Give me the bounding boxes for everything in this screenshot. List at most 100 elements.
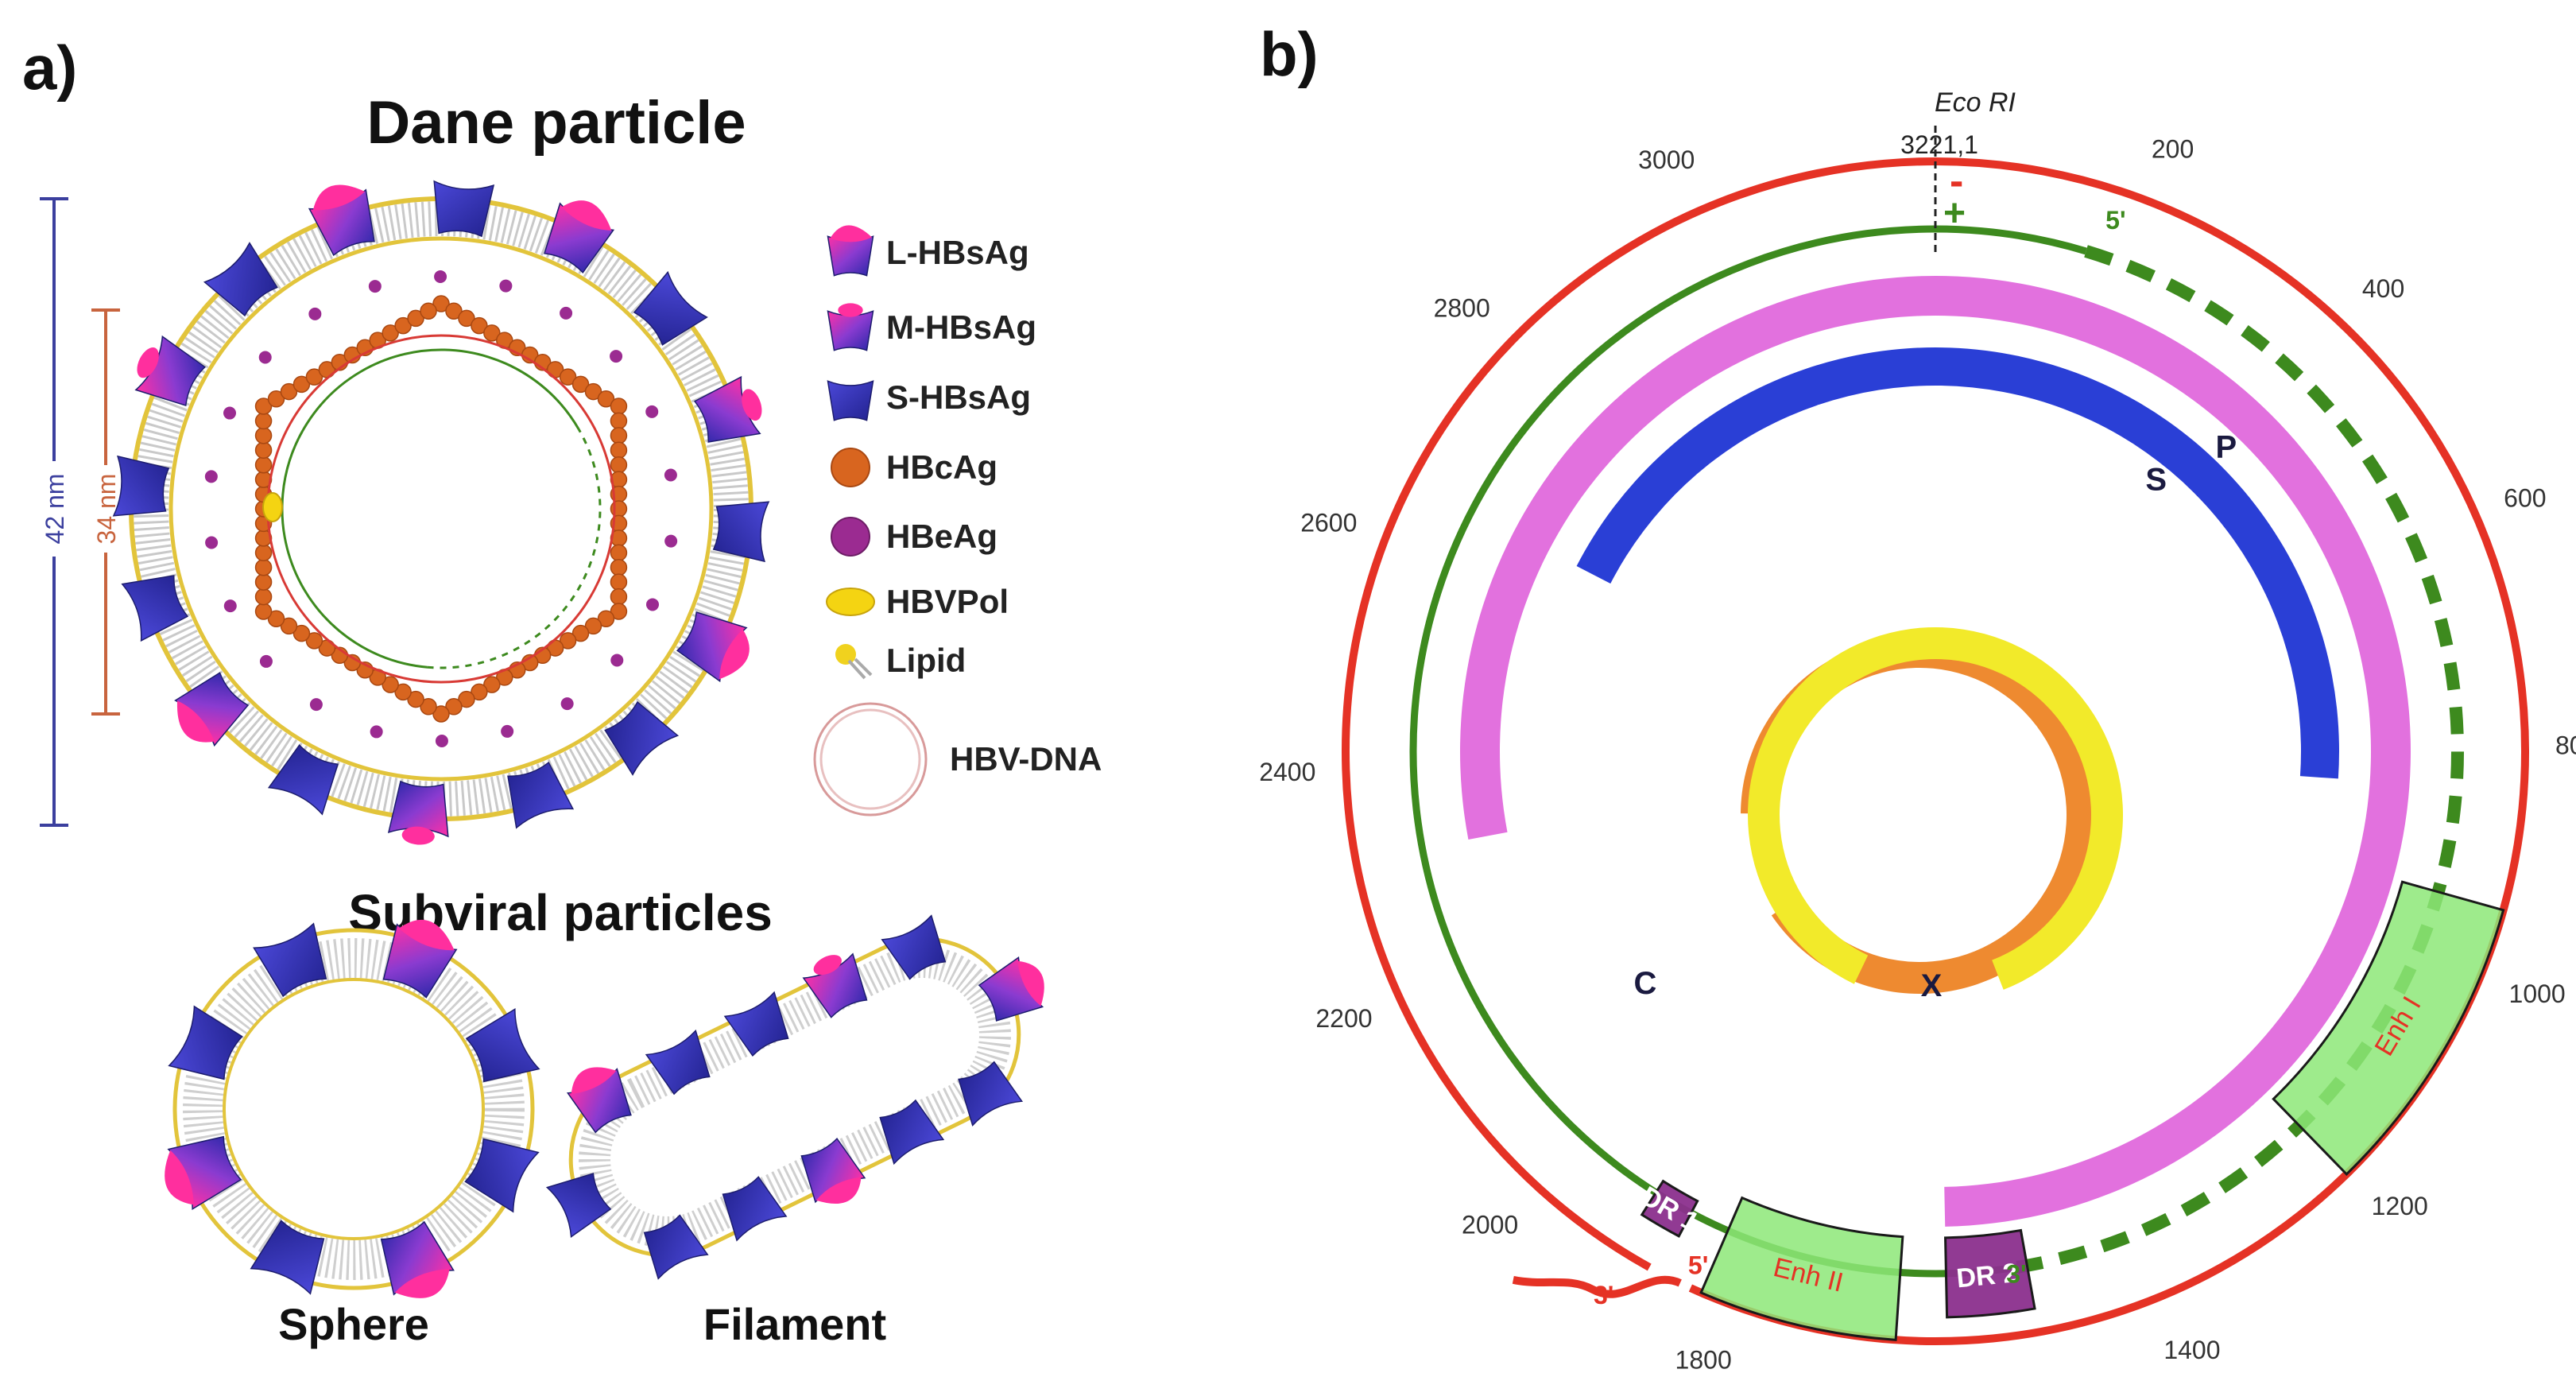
dane-particle: [112, 180, 770, 845]
hbeag-dot: [645, 405, 659, 418]
hbcag-bead: [254, 441, 273, 460]
tick-label: 800: [2555, 731, 2576, 760]
ecori-label: Eco RI: [1935, 87, 2016, 118]
sphere-envelope-inner: [223, 978, 485, 1240]
surface-antigen: [134, 335, 207, 406]
dna-plus-strand: [281, 348, 580, 669]
hbcag-bead: [292, 375, 311, 394]
filament-antigen: [643, 1214, 709, 1280]
s-hbsag-icon: [827, 380, 874, 421]
surface-antigen: [693, 375, 762, 443]
hbcag-bead: [584, 617, 602, 635]
hbcag-bead: [432, 295, 450, 312]
surface-antigen: [203, 242, 278, 317]
minus-strand-tail: [1512, 1275, 1682, 1298]
plus-3prime: 3': [2006, 1260, 2026, 1289]
legend-label: Lipid: [886, 642, 966, 679]
sphere-particle: [165, 919, 540, 1298]
tick-label: 400: [2362, 274, 2404, 303]
tick-label: 2600: [1300, 509, 1357, 537]
hbcag-bead: [254, 588, 273, 606]
gene-label-x: X: [1921, 968, 1943, 1003]
filament-particle: [545, 914, 1044, 1280]
hbcag-bead: [267, 390, 285, 408]
hbcag-bead: [610, 603, 628, 620]
hbcag-icon: [831, 448, 870, 487]
sphere-antigen: [165, 1135, 242, 1210]
filament-antigen: [722, 1176, 788, 1242]
hbcag-bead: [445, 302, 463, 320]
gene-label-s: S: [2145, 463, 2167, 498]
hbcag-bead: [394, 683, 412, 701]
tick-label: 2400: [1259, 758, 1315, 786]
hbeag-dot: [309, 698, 323, 712]
plus-sign: +: [1943, 192, 1966, 235]
sphere-antigen: [253, 922, 327, 998]
gene-p: [1460, 275, 2411, 1227]
hbcag-bead: [559, 632, 577, 650]
hbcag-bead: [254, 603, 273, 620]
hbvpol-icon: [826, 588, 875, 616]
hbcag-bead: [610, 588, 628, 606]
hbcag-bead: [407, 309, 424, 328]
hbeag-dot: [434, 270, 447, 284]
hbeag-dot: [610, 350, 623, 363]
hbcag-bead: [254, 573, 273, 591]
surface-antigen: [604, 700, 680, 776]
hbcag-bead: [267, 610, 285, 627]
tick-label: 1000: [2509, 979, 2566, 1008]
filament-antigen: [978, 956, 1044, 1022]
hbcag-bead: [610, 427, 628, 444]
hbcag-bead: [305, 632, 323, 650]
hbcag-bead: [597, 610, 615, 627]
surface-antigen: [121, 575, 189, 642]
hbcag-bead: [382, 324, 399, 342]
filament-antigen: [800, 1137, 866, 1204]
hbeag-dot: [435, 734, 448, 747]
hbcag-bead: [254, 398, 273, 415]
legend-label: M-HBsAg: [886, 308, 1036, 346]
hbcag-bead: [420, 302, 437, 320]
hbcag-bead: [292, 624, 311, 642]
hbcag-bead: [571, 375, 590, 394]
surface-antigen: [112, 455, 170, 517]
hbcag-bead: [382, 676, 399, 693]
hbeag-dot: [368, 280, 382, 293]
plus-strand: [1409, 225, 2087, 1278]
legend-label: S-HBsAg: [886, 378, 1031, 416]
filament-antigen: [723, 991, 789, 1057]
hbcag-bead: [610, 441, 628, 460]
hbcag-bead: [254, 558, 273, 576]
sphere-antigen: [464, 1138, 540, 1213]
sphere-envelope: [172, 928, 535, 1290]
hbeag-icon: [831, 517, 870, 557]
filament-antigen: [881, 914, 947, 980]
hbcag-bead: [305, 368, 323, 386]
hbcag-bead: [254, 544, 273, 562]
filament-antigen: [958, 1061, 1024, 1127]
tick-label: 600: [2504, 483, 2546, 512]
surface-antigen: [712, 501, 770, 563]
hbcag-bead: [571, 624, 590, 642]
hbeag-dot: [610, 654, 624, 667]
hbeag-dot: [499, 279, 513, 293]
gene-arc: [1460, 275, 2411, 1227]
hbvpol-body: [262, 492, 283, 522]
hbeag-dot: [560, 306, 573, 320]
tick-label: 2000: [1462, 1210, 1518, 1239]
hbcag-bead: [445, 698, 463, 716]
ecori-position: 3221,1: [1900, 130, 1978, 159]
hbeag-dot: [664, 534, 678, 548]
hbeag-dot: [204, 470, 218, 483]
hbcag-bead: [610, 558, 628, 576]
hbcag-bead: [420, 698, 437, 716]
dimension-34nm: 34 nm: [91, 308, 121, 716]
sphere-antigen: [382, 919, 458, 999]
tick-label: 1400: [2163, 1336, 2220, 1364]
m-hbsag-icon: [827, 303, 874, 351]
hbcag-bead: [597, 390, 615, 408]
hbcag-bead: [610, 456, 628, 474]
hbcag-bead: [458, 309, 475, 328]
